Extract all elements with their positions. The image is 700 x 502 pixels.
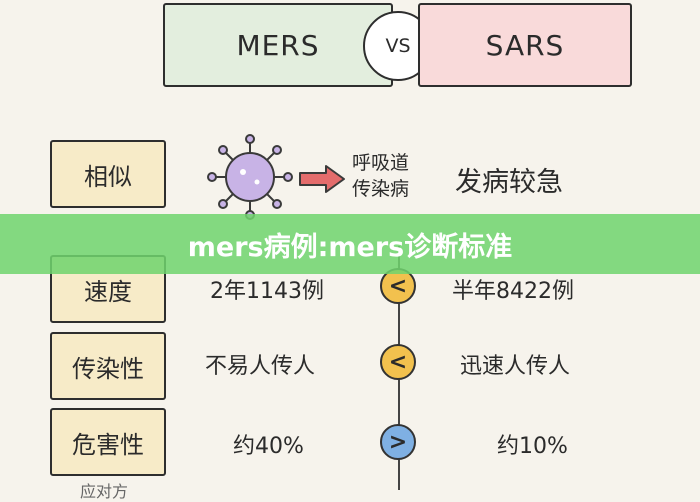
sars-fatality: 约10% [497,434,568,459]
mers-speed: 2年1143例 [210,279,324,304]
route-line-2: 传染病 [352,178,410,200]
label-similar-text: 相似 [84,162,132,191]
virus-icon [207,134,293,220]
sars-speed: 半年8422例 [452,279,574,304]
greater-than-badge: > [380,424,416,460]
footer-partial-label: 应对方 [80,482,129,501]
symbol-harm: > [388,429,408,455]
banner-text: mers病例:mers诊断标准 [187,231,513,263]
sars-header: SARS [418,3,632,87]
title-banner: mers病例:mers诊断标准 [0,214,700,274]
arrow-right-icon [299,165,345,193]
route-line-1: 呼吸道 [352,152,410,174]
onset-text: 发病较急 [455,167,563,198]
transmission-route: 呼吸道 传染病 [352,150,409,202]
label-infectiousness: 传染性 [50,332,166,400]
label-harm: 危害性 [50,408,166,476]
symbol-speed: < [388,273,408,299]
label-speed-text: 速度 [84,277,132,306]
mers-fatality: 约40% [233,434,304,459]
less-than-badge: < [380,344,416,380]
sars-infectiousness: 迅速人传人 [460,354,571,379]
label-similar: 相似 [50,140,166,208]
mers-header: MERS [163,3,393,87]
sars-title: SARS [485,28,565,62]
symbol-infectiousness: < [388,349,408,375]
less-than-badge: < [380,268,416,304]
mers-infectiousness: 不易人传人 [205,354,316,379]
vs-text: VS [385,35,411,57]
mers-title: MERS [236,28,320,62]
label-harm-text: 危害性 [72,430,144,459]
label-infectiousness-text: 传染性 [72,354,144,383]
